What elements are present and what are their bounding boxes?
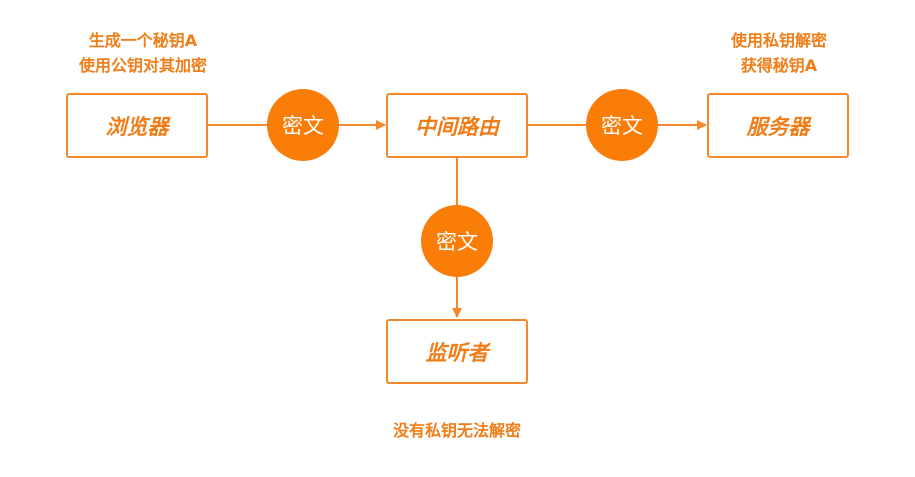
browser-note: 生成一个秘钥A 使用公钥对其加密: [58, 28, 228, 78]
listener-note: 没有私钥无法解密: [367, 418, 547, 443]
server-node: 服务器: [707, 93, 849, 158]
server-note-line2: 获得秘钥A: [740, 56, 818, 75]
server-note: 使用私钥解密 获得秘钥A: [705, 28, 853, 78]
server-note-line1: 使用私钥解密: [730, 31, 827, 50]
ciphertext-bubble-right: 密文: [586, 89, 658, 161]
ciphertext-bubble-left: 密文: [267, 89, 339, 161]
listener-note-line: 没有私钥无法解密: [392, 421, 521, 440]
browser-note-line1: 生成一个秘钥A: [88, 31, 198, 50]
browser-node: 浏览器: [66, 93, 208, 158]
browser-note-line2: 使用公钥对其加密: [78, 56, 207, 75]
ciphertext-bubble-down: 密文: [421, 205, 493, 277]
listener-node: 监听者: [386, 319, 528, 384]
router-node: 中间路由: [386, 93, 528, 158]
